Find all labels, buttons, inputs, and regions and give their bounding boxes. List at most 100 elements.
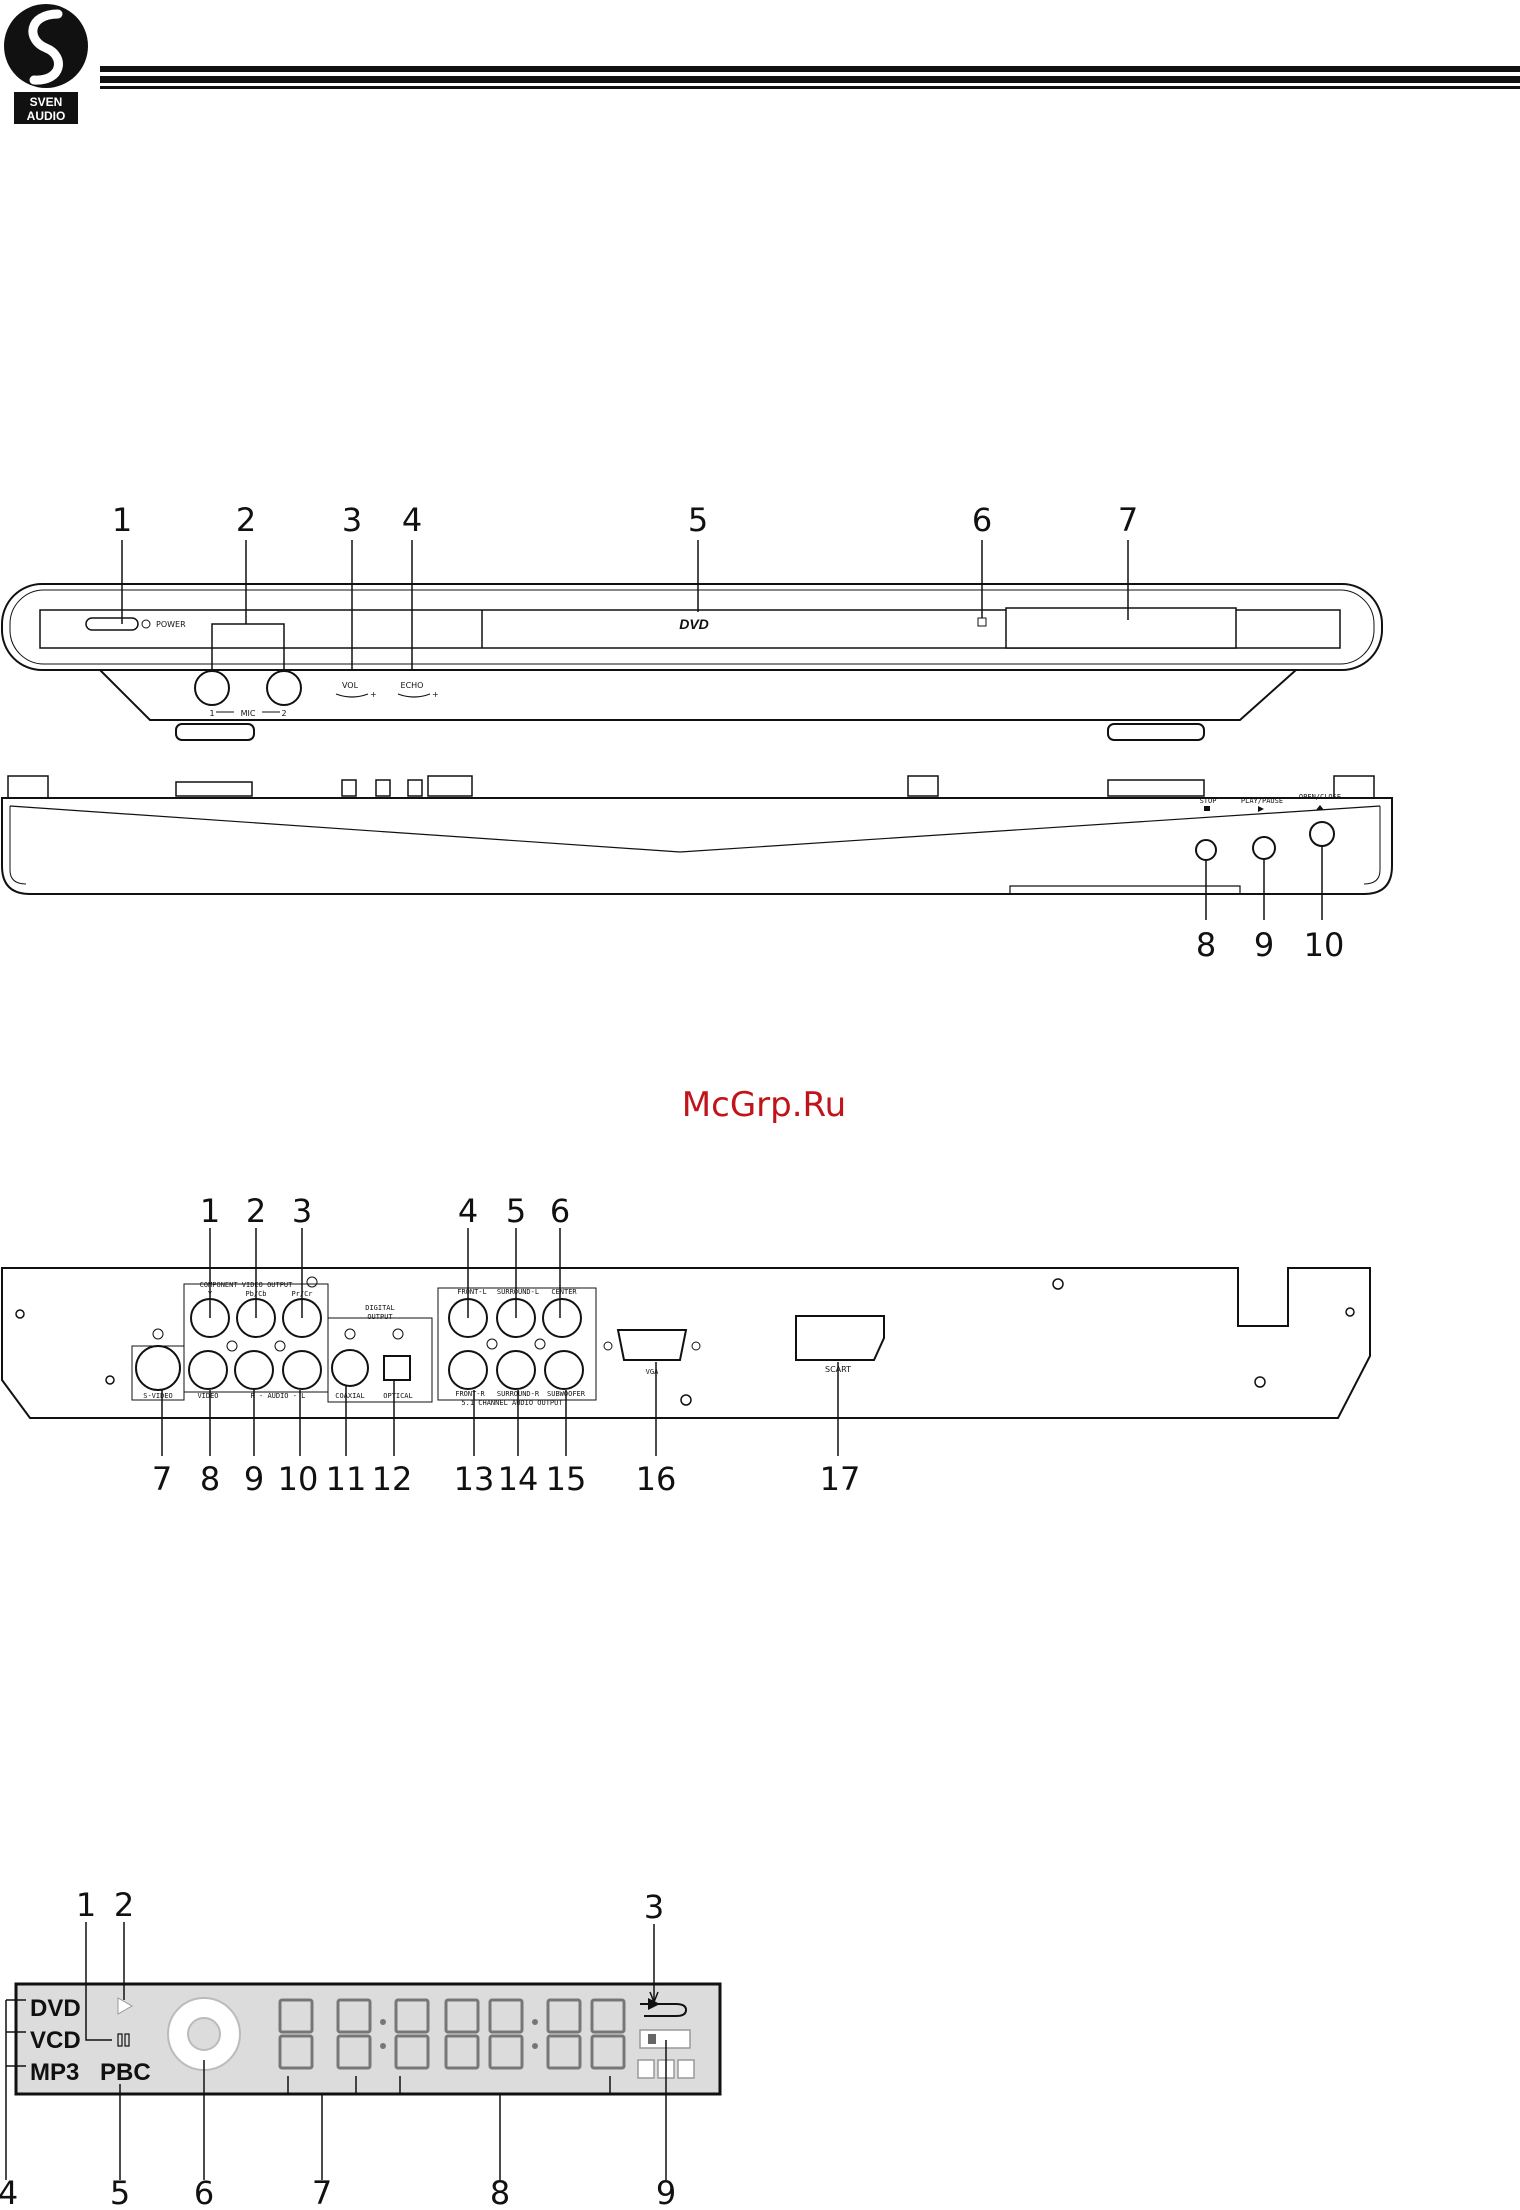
power-button[interactable]	[85, 617, 139, 631]
digital-output-label: DIGITAL	[365, 1304, 395, 1312]
rear-callout-12: 12	[372, 1460, 413, 1498]
front-callout-4: 4	[402, 501, 422, 539]
rear-panel-diagram: 1 2 3 4 5 6 COMPONENT VIDEO OUTPUT Y Pb/…	[1, 1192, 1371, 1498]
surround-l-label: SURROUND-L	[497, 1288, 539, 1296]
power-label: POWER	[156, 620, 186, 629]
pause-indicator-icon	[117, 2033, 123, 2047]
rear-callout-8: 8	[200, 1460, 220, 1498]
front-r-jack[interactable]	[448, 1350, 488, 1390]
disc-tray	[39, 609, 1341, 649]
rear-callout-6: 6	[550, 1192, 570, 1230]
dvd-indicator: DVD	[30, 1995, 81, 2022]
audio-label: R - AUDIO - L	[251, 1392, 306, 1400]
front-callout-5: 5	[688, 501, 708, 539]
rear-callout-10: 10	[278, 1460, 319, 1498]
vol-label: VOL	[342, 681, 359, 690]
vol-plus-icon: +	[370, 690, 377, 699]
rear-callout-16: 16	[636, 1460, 677, 1498]
rear-callout-17: 17	[820, 1460, 861, 1498]
top-callout-10: 10	[1304, 926, 1345, 964]
audio-l-jack[interactable]	[282, 1350, 322, 1390]
rear-callout-15: 15	[546, 1460, 587, 1498]
channel-output-label: 5.1 CHANNEL AUDIO OUTPUT	[461, 1399, 563, 1407]
mic-1-label: 1	[209, 709, 214, 718]
power-icon	[141, 619, 151, 629]
center-label: CENTER	[551, 1288, 577, 1296]
stop-icon	[1204, 806, 1210, 811]
echo-plus-icon: +	[432, 690, 439, 699]
rear-callout-1: 1	[200, 1192, 220, 1230]
logo-line1: SVEN	[30, 95, 63, 109]
segment-digits	[278, 1998, 626, 2070]
video-label: VIDEO	[197, 1392, 218, 1400]
front-callout-2: 2	[236, 501, 256, 539]
s-video-label: S-VIDEO	[143, 1392, 173, 1400]
front-panel-diagram: 1 2 3 4 5 6 7 POWER 1 MIC 2 VOL +	[1, 501, 1383, 741]
rear-callout-14: 14	[498, 1460, 539, 1498]
open-close-label: OPEN/CLOSE	[1299, 793, 1341, 801]
stop-label: STOP	[1200, 797, 1217, 805]
play-pause-icon	[1258, 806, 1264, 812]
subwoofer-jack[interactable]	[544, 1350, 584, 1390]
repeat-icon	[640, 2003, 688, 2017]
display-callout-6: 6	[194, 2174, 214, 2210]
coaxial-label: COAXIAL	[335, 1392, 365, 1400]
optical-label: OPTICAL	[383, 1392, 413, 1400]
mic-label: MIC	[241, 709, 256, 718]
top-callout-8: 8	[1196, 926, 1216, 964]
sven-audio-logo: SVEN AUDIO	[4, 4, 88, 124]
rear-callout-9: 9	[244, 1460, 264, 1498]
surround-r-jack[interactable]	[496, 1350, 536, 1390]
optical-jack[interactable]	[383, 1355, 411, 1381]
dvd-logo: DVD	[679, 616, 709, 632]
vol-knob[interactable]	[335, 693, 369, 698]
vga-port[interactable]	[616, 1329, 688, 1361]
mic-jack-2[interactable]	[266, 670, 302, 706]
display-callout-9: 9	[656, 2174, 676, 2210]
display-callout-4: 4	[0, 2174, 18, 2210]
front-foot-right	[1107, 723, 1205, 741]
front-callout-3: 3	[342, 501, 362, 539]
play-pause-label: PLAY/PAUSE	[1241, 797, 1283, 805]
video-jack[interactable]	[188, 1350, 228, 1390]
front-callout-6: 6	[972, 501, 992, 539]
display-callout-3: 3	[644, 1888, 664, 1926]
display-callout-1: 1	[76, 1886, 96, 1924]
audio-channel-icon	[639, 2029, 691, 2049]
pbc-indicator: PBC	[100, 2059, 151, 2086]
coaxial-jack[interactable]	[331, 1349, 369, 1387]
mic-jack-1[interactable]	[194, 670, 230, 706]
digital-output-label-2: OUTPUT	[367, 1313, 393, 1321]
header: SVEN AUDIO	[4, 4, 1520, 124]
watermark: McGrp.Ru	[682, 1085, 846, 1125]
rear-callout-11: 11	[326, 1460, 367, 1498]
display-callout-5: 5	[110, 2174, 130, 2210]
front-callout-7: 7	[1118, 501, 1138, 539]
display-callout-7: 7	[312, 2174, 332, 2210]
rear-callout-2: 2	[246, 1192, 266, 1230]
play-indicator-icon	[117, 1997, 134, 2015]
logo-line2: AUDIO	[27, 109, 66, 123]
top-body	[1, 797, 1393, 895]
echo-knob[interactable]	[397, 693, 431, 698]
open-close-button[interactable]	[1309, 821, 1335, 847]
scart-port[interactable]	[795, 1315, 885, 1361]
audio-r-jack[interactable]	[234, 1350, 274, 1390]
display-callout-2: 2	[114, 1886, 134, 1924]
display-diagram: 1 2 3 DVD VCD MP3 PBC	[0, 1886, 722, 2210]
front-r-label: FRONT-R	[455, 1390, 485, 1398]
rear-callout-5: 5	[506, 1192, 526, 1230]
display-window	[1005, 607, 1237, 649]
stop-button[interactable]	[1195, 839, 1217, 861]
display-frame	[14, 1982, 722, 2096]
rear-callout-7: 7	[152, 1460, 172, 1498]
play-pause-button[interactable]	[1252, 836, 1276, 860]
s-video-jack[interactable]	[135, 1345, 181, 1391]
rear-callout-4: 4	[458, 1192, 478, 1230]
center-jack[interactable]	[542, 1298, 582, 1338]
component-video-label: COMPONENT VIDEO OUTPUT	[200, 1281, 294, 1289]
top-panel-diagram: STOP PLAY/PAUSE OPEN/CLOSE 8 9 10	[1, 775, 1393, 964]
front-callout-1: 1	[112, 501, 132, 539]
rear-callout-3: 3	[292, 1192, 312, 1230]
